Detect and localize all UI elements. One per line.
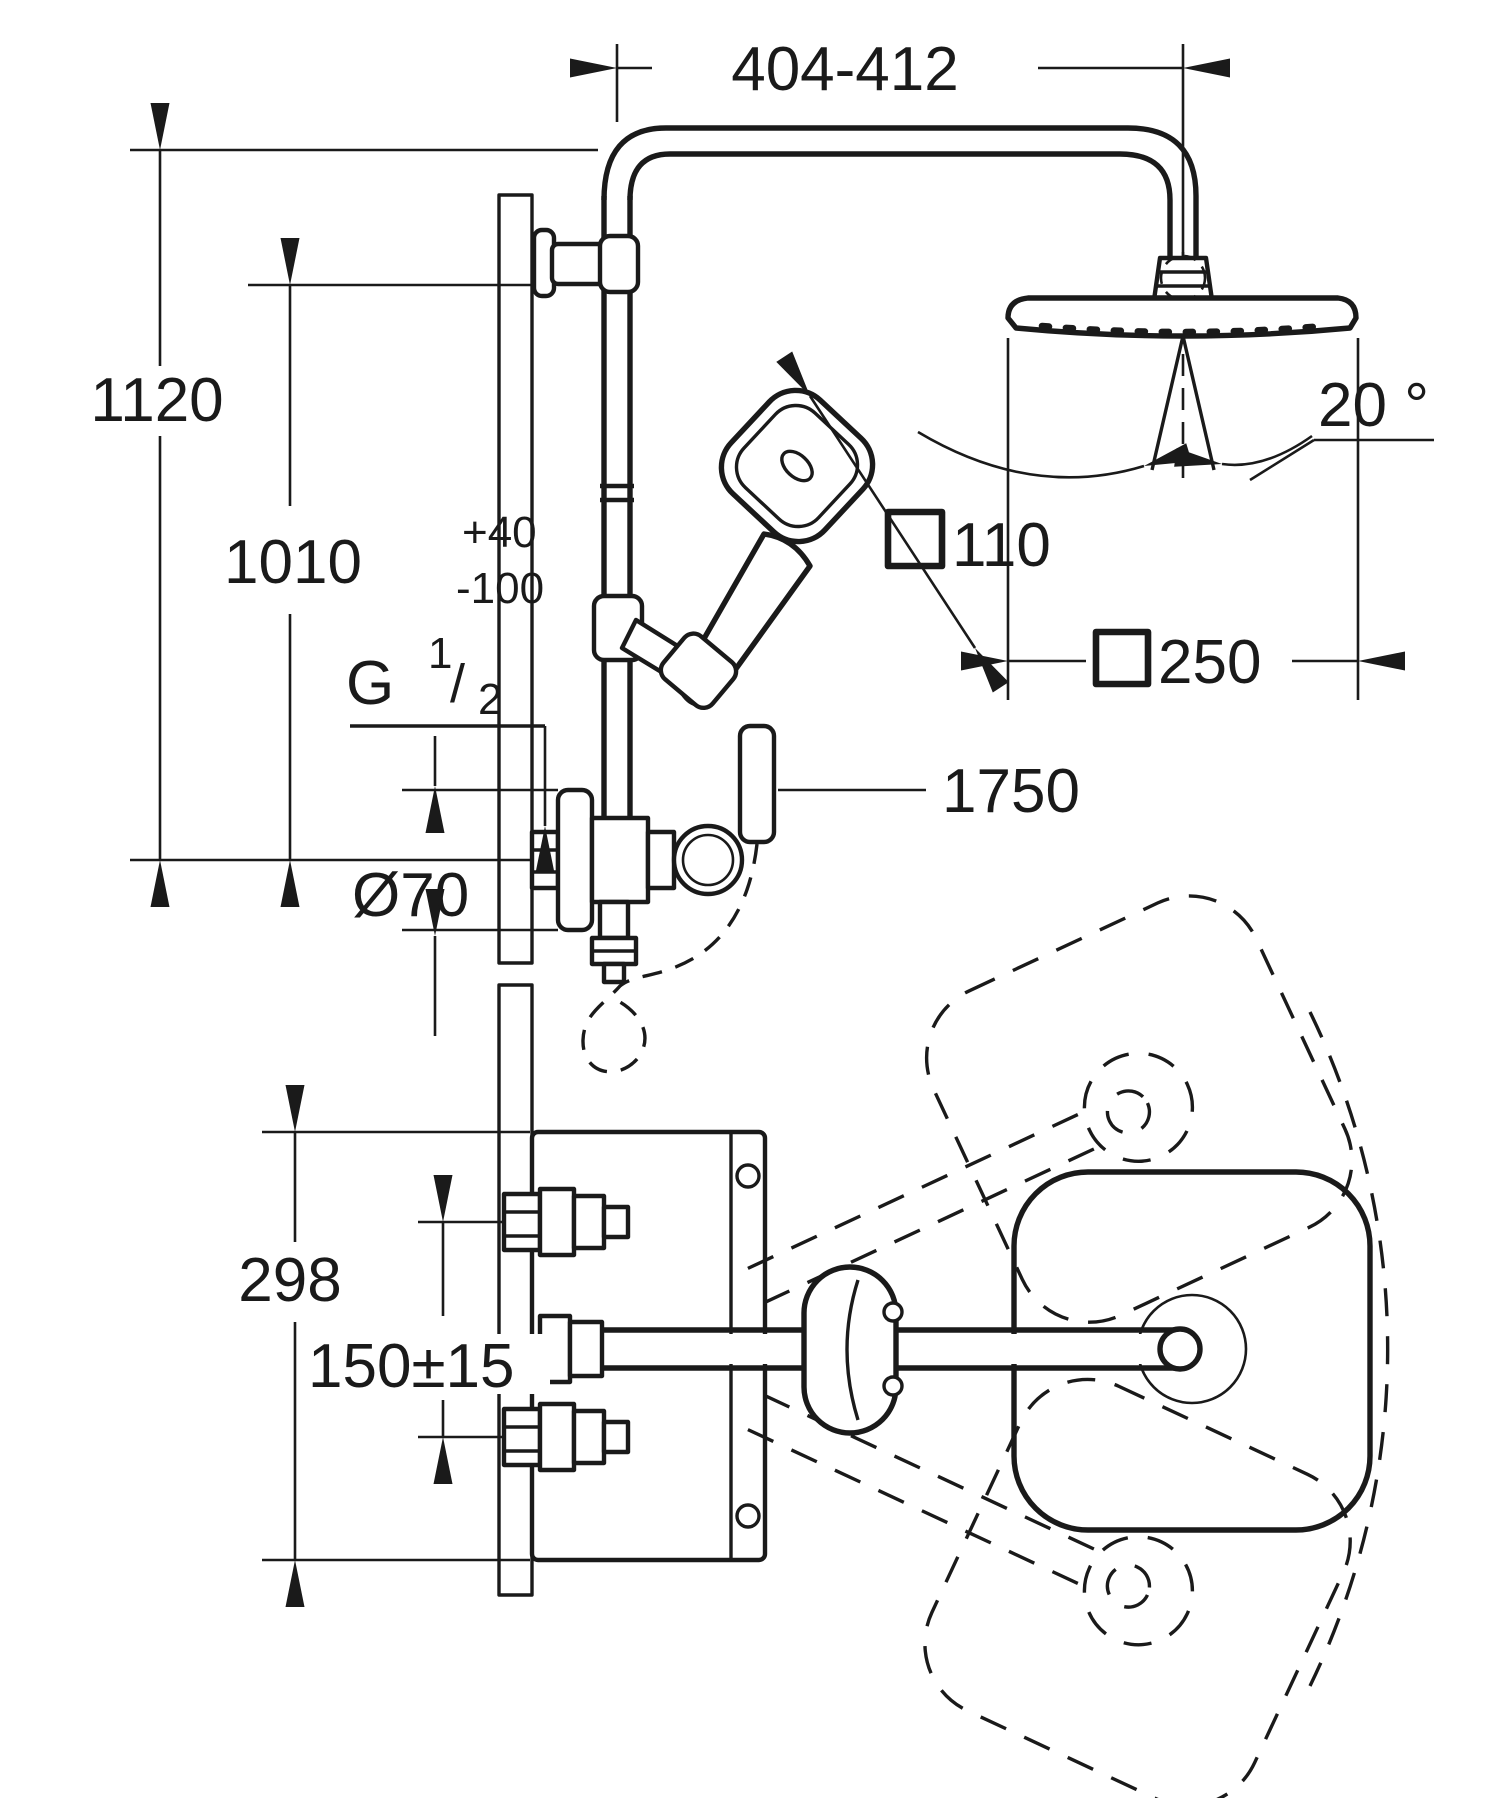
wall-section-elevation <box>497 193 534 965</box>
hose-length-label: 1750 <box>942 757 1080 826</box>
dim-escutcheon-diameter: Ø70 <box>352 736 558 1036</box>
supply-fitting-bottom <box>501 1401 631 1473</box>
dim-rail-height-label: 1010 <box>224 528 362 597</box>
dim-head-shower-face: 250 <box>961 338 1405 700</box>
wall-section-plan <box>497 983 534 1597</box>
spray-nozzles <box>1038 322 1328 336</box>
head-shower-elevation <box>1005 295 1359 339</box>
square-symbol-icon <box>1092 628 1152 688</box>
square-symbol-icon <box>884 508 946 570</box>
angle-arc-left <box>917 430 1192 479</box>
dim-supply-spacing: 150±15 <box>300 1175 550 1484</box>
label-hose-length: 1750 <box>778 757 1080 826</box>
thread-denominator: 2 <box>478 675 502 724</box>
thread-slash: / <box>450 654 465 714</box>
hand-shower-face-leader <box>776 351 1009 693</box>
angle-arc-right <box>1174 434 1313 467</box>
hand-shower-holder <box>658 631 739 711</box>
label-thread-size: G 1 / 2 <box>346 629 555 873</box>
rail-connector <box>600 483 634 503</box>
dim-head-shower-face-label: 250 <box>1158 628 1261 697</box>
valve-body <box>589 815 651 905</box>
plan-view: 298 150±15 <box>238 894 1390 1798</box>
dim-overall-height: 1120 <box>90 103 598 907</box>
hose-coupling <box>737 723 777 845</box>
annotation-spray-angle: 20 ° <box>917 335 1434 482</box>
dim-overall-height-label: 1120 <box>90 366 223 435</box>
dim-valve-plate-height: 298 <box>238 1085 530 1607</box>
dim-escutcheon-label: Ø70 <box>352 861 469 930</box>
swivel-envelope-arc <box>1308 1011 1390 1687</box>
dim-width-range: 404-412 <box>570 35 1230 258</box>
escutcheon <box>555 787 595 933</box>
head-shower-swivel-down <box>747 1377 1352 1798</box>
shower-rail <box>531 125 1199 818</box>
thread-letter: G <box>346 649 394 718</box>
screw-hole <box>735 1163 761 1189</box>
dim-rail-tol-minus: -100 <box>456 564 544 613</box>
hand-shower-head <box>718 387 876 545</box>
wall-bracket <box>531 227 641 299</box>
head-shower-ball-joint <box>1151 254 1215 303</box>
spray-angle-label: 20 ° <box>1318 371 1429 440</box>
dim-hand-shower-face-label: 110 <box>952 511 1051 580</box>
dim-plate-height-label: 298 <box>238 1246 341 1315</box>
dim-width-range-label: 404-412 <box>731 35 959 104</box>
shower-arm-pipe <box>601 125 1199 258</box>
shower-hose <box>581 843 759 1074</box>
dim-hand-shower-face: 110 <box>776 351 1051 693</box>
arm-end-cap <box>1157 1326 1203 1372</box>
diverter-outlet <box>597 899 631 941</box>
hand-shower-plan <box>801 1264 904 1436</box>
elevation-view: 404-412 1120 1010 +40 -100 G 1 / 2 <box>90 35 1434 1074</box>
union-nut <box>529 829 561 891</box>
dim-rail-height: 1010 +40 -100 <box>224 238 544 907</box>
supply-fitting-top <box>501 1186 631 1258</box>
screw-hole <box>735 1503 761 1529</box>
thermostat-valve-elevation <box>529 787 745 985</box>
thread-numerator: 1 <box>428 629 452 678</box>
dim-rail-tol-plus: +40 <box>462 508 537 557</box>
dim-supply-spacing-label: 150±15 <box>308 1332 514 1401</box>
